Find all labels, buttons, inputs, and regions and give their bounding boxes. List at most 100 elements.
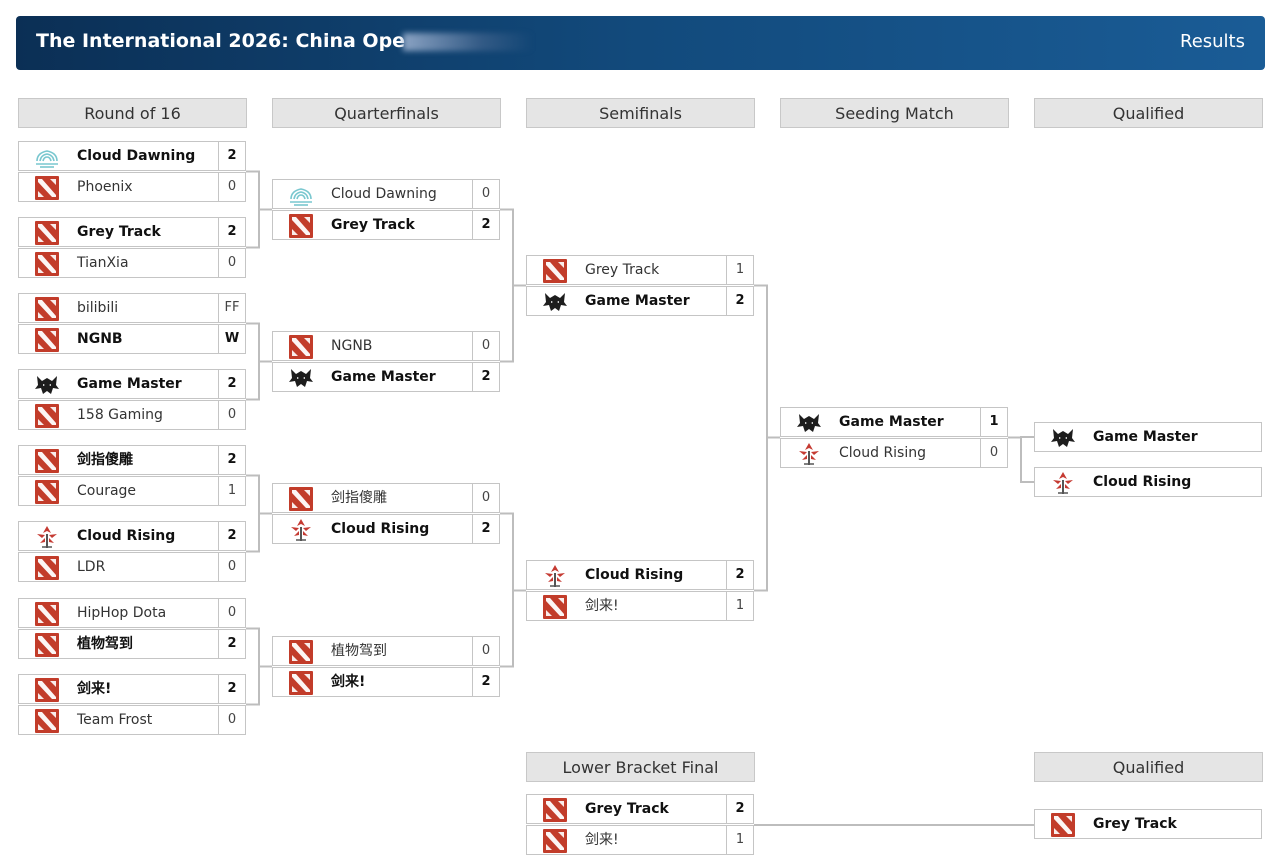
cloud-rising-team-logo-icon [33, 525, 61, 549]
dota-team-logo-icon [1049, 813, 1077, 837]
round-of-16-match: Grey Track 2 TianXia 0 [18, 217, 246, 278]
team-name: Cloud Dawning [77, 148, 196, 164]
team-slot[interactable]: Game Master 2 [18, 369, 246, 399]
dota-team-logo-icon [541, 829, 569, 853]
round-of-16-match: Game Master 2 158 Gaming 0 [18, 369, 246, 430]
connector-line [754, 436, 780, 592]
qualified-team-name: Cloud Rising [1093, 474, 1192, 490]
team-slot[interactable]: Cloud Rising 0 [780, 438, 1008, 468]
team-score: 2 [472, 668, 499, 696]
team-slot[interactable]: Cloud Dawning 0 [272, 179, 500, 209]
team-slot[interactable]: Courage 1 [18, 476, 246, 506]
team-name: 158 Gaming [77, 407, 163, 423]
team-score: 2 [218, 370, 245, 398]
team-slot[interactable]: HipHop Dota 0 [18, 598, 246, 628]
team-slot[interactable]: Grey Track 2 [272, 210, 500, 240]
team-slot[interactable]: NGNB W [18, 324, 246, 354]
dota-team-logo-icon [541, 798, 569, 822]
connector-line [500, 512, 526, 592]
header-seeding-match: Seeding Match [780, 98, 1009, 128]
dota-team-logo-icon [33, 678, 61, 702]
team-slot[interactable]: Game Master 2 [526, 286, 754, 316]
team-name: Team Frost [77, 712, 153, 728]
connector-line [500, 589, 526, 668]
wolf-team-logo-icon [33, 373, 61, 397]
connector-line [246, 474, 272, 515]
connector-line [246, 208, 272, 249]
team-slot[interactable]: 剑来! 2 [18, 674, 246, 704]
team-score: 0 [472, 180, 499, 208]
team-name: Cloud Rising [77, 528, 176, 544]
team-score: 0 [980, 439, 1007, 467]
team-slot[interactable]: Game Master 2 [272, 362, 500, 392]
round-of-16-match: HipHop Dota 0 植物驾到 2 [18, 598, 246, 659]
qualified-team-name: Game Master [1093, 429, 1198, 445]
dota-team-logo-icon [33, 328, 61, 352]
team-slot[interactable]: Cloud Rising 2 [18, 521, 246, 551]
team-slot[interactable]: Team Frost 0 [18, 705, 246, 735]
dota-team-logo-icon [541, 595, 569, 619]
team-slot[interactable]: 植物驾到 0 [272, 636, 500, 666]
team-score: 1 [726, 256, 753, 284]
team-name: NGNB [331, 338, 373, 354]
team-name: Phoenix [77, 179, 133, 195]
qualified-team[interactable]: Game Master [1034, 422, 1262, 452]
team-name: Cloud Rising [585, 567, 684, 583]
dota-team-logo-icon [33, 556, 61, 580]
connector-line [1008, 436, 1034, 483]
team-name: LDR [77, 559, 106, 575]
dota-team-logo-icon [287, 487, 315, 511]
header-semifinals: Semifinals [526, 98, 755, 128]
semifinal-match: Cloud Rising 2 剑来! 1 [526, 560, 754, 621]
quarterfinal-match: NGNB 0 Game Master 2 [272, 331, 500, 392]
team-name: bilibili [77, 300, 119, 316]
team-score: W [218, 325, 245, 353]
connector-line [246, 512, 272, 553]
team-slot[interactable]: 剑指傻雕 2 [18, 445, 246, 475]
team-slot[interactable]: Grey Track 2 [526, 794, 754, 824]
team-slot[interactable]: LDR 0 [18, 552, 246, 582]
qualified-team[interactable]: Grey Track [1034, 809, 1262, 839]
team-score: 0 [218, 173, 245, 201]
team-slot[interactable]: Grey Track 1 [526, 255, 754, 285]
team-name: 剑指傻雕 [77, 452, 133, 468]
team-slot[interactable]: 植物驾到 2 [18, 629, 246, 659]
team-score: 1 [726, 826, 753, 854]
team-slot[interactable]: 剑来! 2 [272, 667, 500, 697]
connector-line [246, 360, 272, 401]
round-of-16-match: 剑来! 2 Team Frost 0 [18, 674, 246, 735]
team-name: 植物驾到 [331, 643, 387, 659]
team-slot[interactable]: Cloud Rising 2 [272, 514, 500, 544]
team-slot[interactable]: 剑来! 1 [526, 591, 754, 621]
team-slot[interactable]: 158 Gaming 0 [18, 400, 246, 430]
team-slot[interactable]: Phoenix 0 [18, 172, 246, 202]
dota-team-logo-icon [33, 709, 61, 733]
dota-team-logo-icon [33, 297, 61, 321]
connector-line [500, 208, 526, 287]
team-slot[interactable]: 剑指傻雕 0 [272, 483, 500, 513]
team-slot[interactable]: bilibili FF [18, 293, 246, 323]
team-slot[interactable]: TianXia 0 [18, 248, 246, 278]
results-link[interactable]: Results [1180, 31, 1245, 52]
cloud-rising-team-logo-icon [287, 518, 315, 542]
team-slot[interactable]: NGNB 0 [272, 331, 500, 361]
team-score: 2 [218, 522, 245, 550]
connector-line [246, 170, 272, 211]
team-slot[interactable]: Cloud Rising 2 [526, 560, 754, 590]
header-quarterfinals: Quarterfinals [272, 98, 501, 128]
connector-line [754, 284, 780, 439]
team-slot[interactable]: 剑来! 1 [526, 825, 754, 855]
cloud-dawning-team-logo-icon [33, 145, 61, 169]
quarterfinal-match: 植物驾到 0 剑来! 2 [272, 636, 500, 697]
team-slot[interactable]: Cloud Dawning 2 [18, 141, 246, 171]
team-score: 2 [726, 795, 753, 823]
qualified-team[interactable]: Cloud Rising [1034, 467, 1262, 497]
dota-team-logo-icon [287, 335, 315, 359]
team-slot[interactable]: Game Master 1 [780, 407, 1008, 437]
cloud-rising-team-logo-icon [1049, 471, 1077, 495]
team-slot[interactable]: Grey Track 2 [18, 217, 246, 247]
team-name: Grey Track [77, 224, 161, 240]
team-name: Cloud Dawning [331, 186, 437, 202]
dota-team-logo-icon [33, 633, 61, 657]
tournament-title-text: The International 2026: China Ope [36, 30, 406, 52]
